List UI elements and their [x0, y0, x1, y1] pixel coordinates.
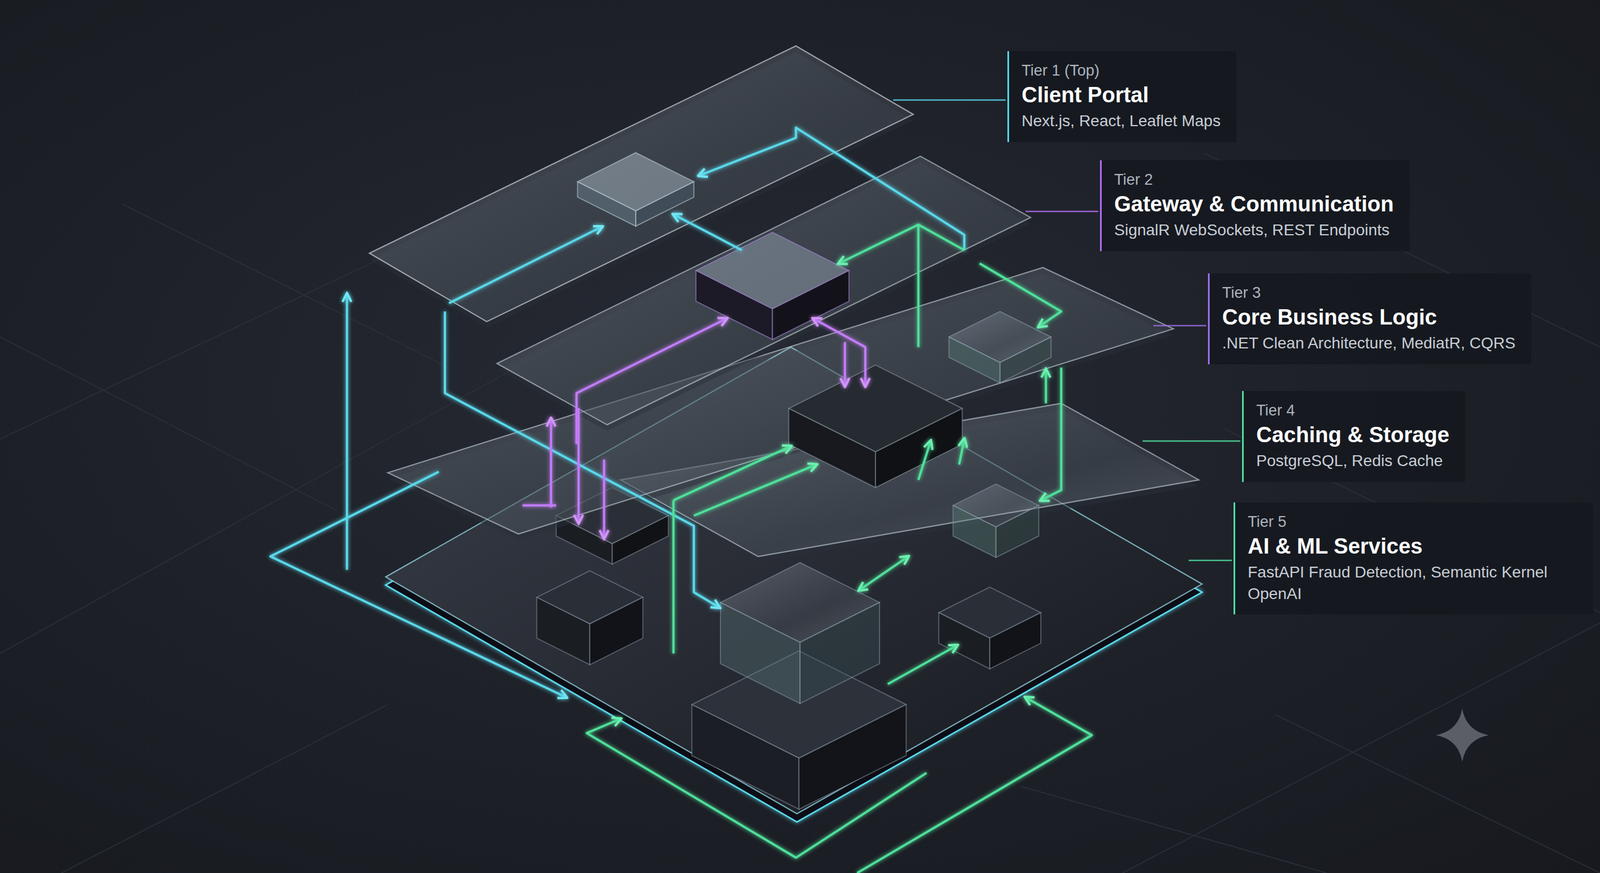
leader-line — [1142, 440, 1241, 443]
glass-layer-shape — [369, 46, 914, 322]
flow-arrow — [698, 127, 965, 251]
flow-arrow — [672, 500, 675, 653]
flow-arrow — [887, 644, 957, 684]
glass-layer-shape — [692, 704, 800, 810]
tier-callout: Tier 2Gateway & CommunicationSignalR Web… — [1100, 160, 1410, 252]
tier-title: Caching & Storage — [1256, 420, 1450, 450]
grid-line — [1275, 714, 1600, 873]
flow-arrow — [602, 459, 606, 538]
glass-layer-shape — [952, 505, 996, 558]
glass-layer-shape — [875, 408, 963, 488]
grid-line — [122, 203, 450, 368]
flow-arrow — [550, 418, 553, 508]
flow-arrow — [522, 503, 557, 507]
flow-arrow — [1040, 367, 1062, 501]
glass-layer-shape — [720, 602, 800, 704]
flow-arrow — [918, 440, 931, 480]
flow-arrow — [673, 446, 791, 500]
grid-line — [0, 336, 337, 511]
tier-callout: Tier 4Caching & StoragePostgreSQL, Redis… — [1242, 390, 1466, 482]
tier-title: Client Portal — [1021, 80, 1221, 110]
glass-layer-shape — [385, 347, 1203, 814]
tier-callout: Tier 3Core Business Logic.NET Clean Arch… — [1207, 273, 1532, 365]
flow-arrow — [813, 318, 866, 387]
flow-arrow — [576, 318, 727, 445]
shape-group — [0, 152, 1600, 873]
tech-stack: .NET Clean Architecture, MediatR, CQRS — [1222, 332, 1516, 354]
tech-stack: PostgreSQL, Redis Cache — [1256, 450, 1450, 472]
tier-title: AI & ML Services — [1247, 531, 1578, 561]
tier-title: Core Business Logic — [1222, 302, 1516, 332]
flow-arrow — [270, 471, 567, 698]
leader-line — [1153, 325, 1207, 327]
glass-layer-shape — [996, 505, 1039, 558]
flow-arrow — [448, 226, 602, 304]
glass-layer-shape — [612, 515, 669, 564]
flow-arrow — [444, 311, 720, 608]
flow-arrow — [838, 224, 965, 264]
tier-callout: Tier 5AI & ML ServicesFastAPI Fraud Dete… — [1233, 502, 1594, 615]
glass-layer-shape — [577, 181, 636, 227]
flow-arrow — [917, 224, 920, 348]
shape-group — [788, 311, 1052, 488]
glass-layer-shape — [798, 704, 907, 810]
glass-layer-shape — [1000, 336, 1052, 383]
tier-number: Tier 5 — [1247, 511, 1578, 532]
tech-stack: SignalR WebSockets, REST Endpoints — [1114, 219, 1394, 241]
tech-stack: FastAPI Fraud Detection, Semantic Kernel… — [1247, 561, 1578, 605]
glass-layer-shape — [989, 612, 1041, 669]
glass-layer-shape — [800, 602, 880, 704]
flow-arrow — [857, 697, 1093, 873]
tier-number: Tier 4 — [1256, 400, 1450, 421]
tier-number: Tier 2 — [1114, 169, 1394, 190]
glass-layer-shape — [772, 270, 850, 340]
grid-line — [1020, 785, 1327, 873]
flow-arrow — [673, 214, 742, 250]
glass-layer-shape — [788, 408, 876, 488]
decor-path — [1435, 708, 1489, 762]
leader-line — [893, 99, 1006, 102]
flow-arrow — [979, 263, 1062, 327]
flow-arrow — [577, 408, 580, 523]
tier-callout: Tier 1 (Top)Client PortalNext.js, React,… — [1007, 51, 1237, 143]
flow-arrow — [843, 342, 847, 386]
tier-title: Gateway & Communication — [1114, 189, 1394, 219]
glass-layer-shape — [938, 612, 990, 669]
glass-layer-shape — [589, 597, 643, 665]
tier-number: Tier 1 (Top) — [1021, 60, 1221, 81]
grid-line — [0, 255, 388, 439]
glass-layer-shape — [536, 597, 590, 665]
grid-line — [61, 704, 389, 873]
glass-layer-shape — [948, 336, 1000, 383]
flow-arrow — [693, 464, 817, 516]
leader-line — [1188, 559, 1232, 562]
flow-arrow — [586, 718, 927, 858]
tier-number: Tier 3 — [1222, 282, 1516, 303]
flow-arrow — [346, 293, 349, 570]
flow-arrow — [959, 438, 965, 465]
leader-line — [1025, 210, 1099, 213]
tech-stack: Next.js, React, Leaflet Maps — [1021, 110, 1221, 132]
shape-group — [536, 562, 1041, 810]
flow-arrow — [1044, 369, 1048, 403]
flow-arrow — [859, 556, 908, 590]
